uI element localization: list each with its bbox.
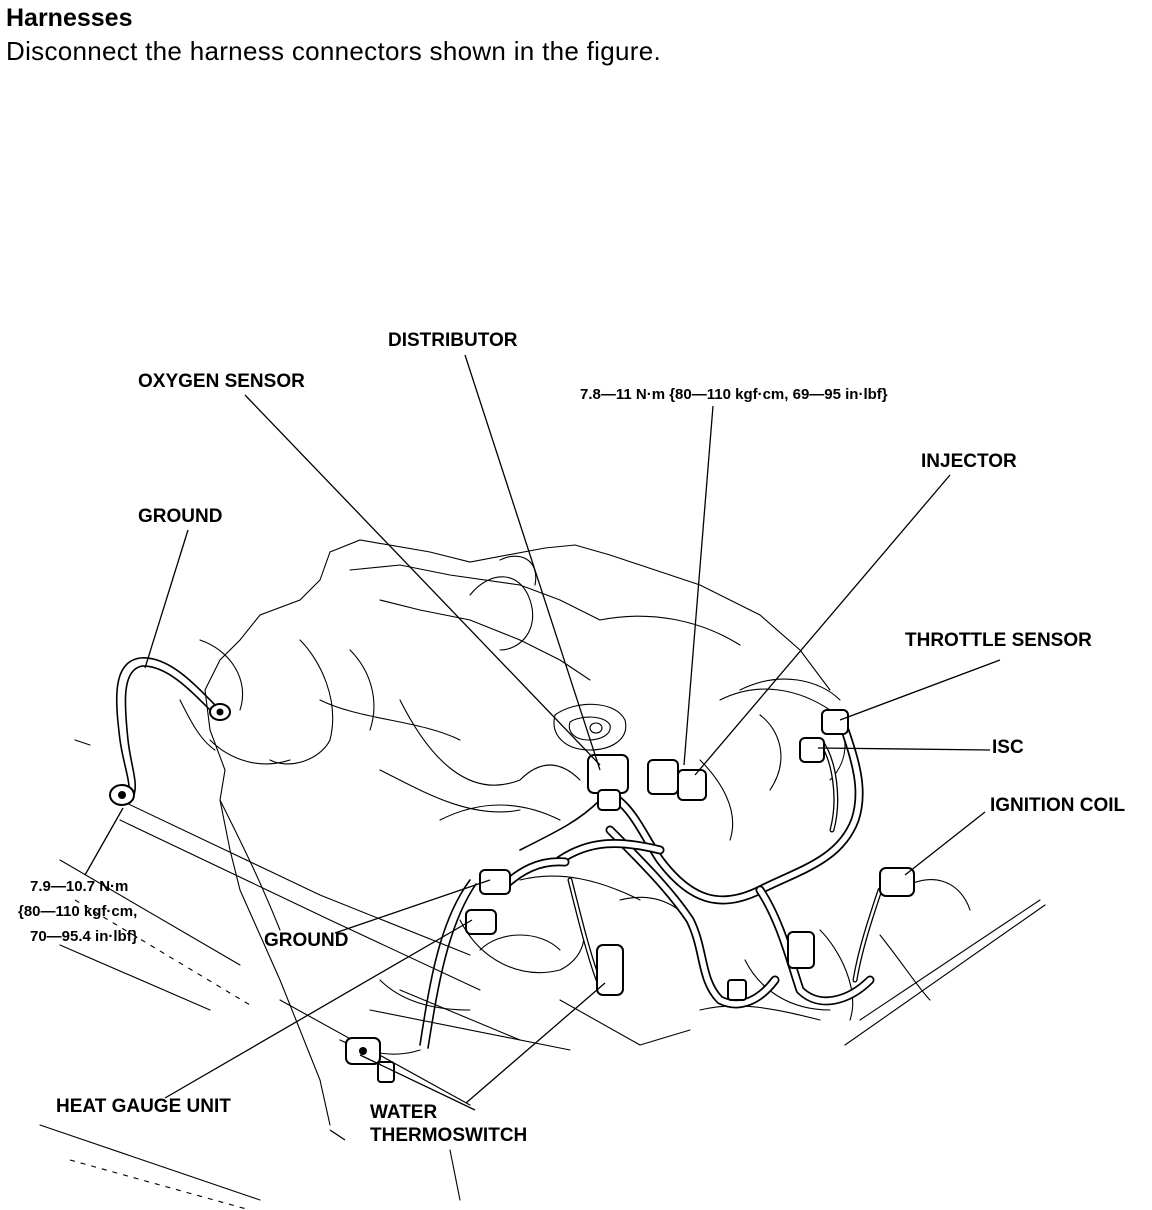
isc-connector [799,737,825,763]
distributor-connector [587,754,629,794]
label-ground-mid: GROUND [264,930,349,951]
label-throttle-sensor: THROTTLE SENSOR [905,630,1092,651]
main-harness [419,725,883,1049]
label-oxygen-sensor: OXYGEN SENSOR [138,371,305,392]
instruction-text: Disconnect the harness connectors shown … [6,36,662,66]
ground-strap [109,657,231,806]
label-water: WATER [370,1102,438,1123]
leader-lines [84,354,1001,1141]
ground-mid-terminal [479,869,511,895]
engine-outline [179,539,1046,1126]
label-injector: INJECTOR [921,451,1017,472]
label-torque-left-3: 70—95.4 in·lbf} [30,928,138,945]
ground-lines [39,739,571,1210]
label-thermoswitch: THERMOSWITCH [370,1125,528,1146]
page-title: Harnesses [6,4,133,32]
label-torque-top: 7.8—11 N·m {80—110 kgf·cm, 69—95 in·lbf} [580,386,888,403]
label-torque-left-2: {80—110 kgf·cm, [18,903,138,920]
label-isc: ISC [992,737,1024,758]
label-ignition-coil: IGNITION COIL [990,795,1126,816]
water-thermoswitch-connector [596,944,624,996]
label-distributor: DISTRIBUTOR [388,330,518,351]
label-ground-top: GROUND [138,506,223,527]
injector-connector [647,759,679,795]
throttle-sensor-connector [821,709,849,735]
label-torque-left-1: 7.9—10.7 N·m [30,878,129,895]
label-heat-gauge-unit: HEAT GAUGE UNIT [56,1096,231,1117]
